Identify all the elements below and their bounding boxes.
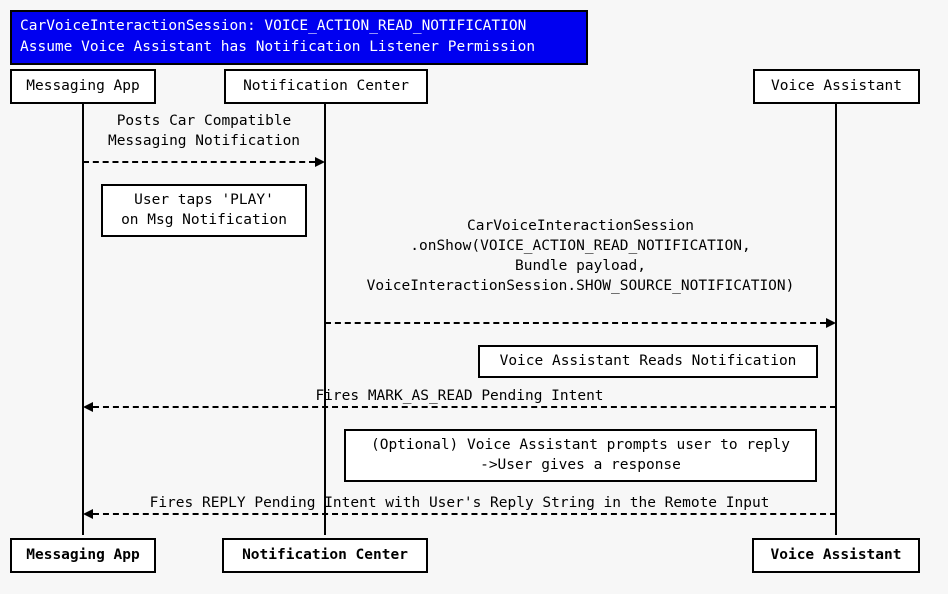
lifeline-notification-center <box>324 103 326 535</box>
participant-messaging-app-top[interactable]: Messaging App <box>10 69 156 104</box>
participant-notification-center-bottom[interactable]: Notification Center <box>222 538 428 573</box>
message-line-fires-reply-pending-intent <box>93 513 836 515</box>
message-arrowhead-fires-mark-as-read-pending-intent <box>83 402 93 412</box>
diagram-title-line-2: Assume Voice Assistant has Notification … <box>20 39 536 55</box>
message-label-fires-mark-as-read-pending-intent: Fires MARK_AS_READ Pending Intent <box>315 388 604 404</box>
note-voice-assistant-reads-notification: Voice Assistant Reads Notification <box>478 345 818 378</box>
participant-notification-center-top[interactable]: Notification Center <box>224 69 428 104</box>
message-line-car-voice-interaction-session-on-show <box>325 322 826 324</box>
participant-messaging-app-bottom[interactable]: Messaging App <box>10 538 156 573</box>
message-arrowhead-posts-car-compatible-messaging-notification <box>315 157 325 167</box>
diagram-title-banner: CarVoiceInteractionSession: VOICE_ACTION… <box>10 10 588 65</box>
message-line-fires-mark-as-read-pending-intent <box>93 406 836 408</box>
note-user-taps-play: User taps 'PLAY' on Msg Notification <box>101 184 307 237</box>
lifeline-voice-assistant <box>835 103 837 535</box>
message-arrowhead-car-voice-interaction-session-on-show <box>826 318 836 328</box>
message-label-fires-reply-pending-intent: Fires REPLY Pending Intent with User's R… <box>149 495 770 511</box>
participant-voice-assistant-top[interactable]: Voice Assistant <box>753 69 920 104</box>
message-line-posts-car-compatible-messaging-notification <box>83 161 315 163</box>
note-optional-voice-assistant-prompts-user: (Optional) Voice Assistant prompts user … <box>344 429 817 482</box>
message-arrowhead-fires-reply-pending-intent <box>83 509 93 519</box>
lifeline-messaging-app <box>82 103 84 535</box>
message-label-car-voice-interaction-session-on-show: CarVoiceInteractionSession .onShow(VOICE… <box>366 218 795 294</box>
participant-voice-assistant-bottom[interactable]: Voice Assistant <box>752 538 920 573</box>
diagram-title-line-1: CarVoiceInteractionSession: VOICE_ACTION… <box>20 18 527 34</box>
message-label-posts-car-compatible-messaging-notification: Posts Car Compatible Messaging Notificat… <box>107 113 301 149</box>
